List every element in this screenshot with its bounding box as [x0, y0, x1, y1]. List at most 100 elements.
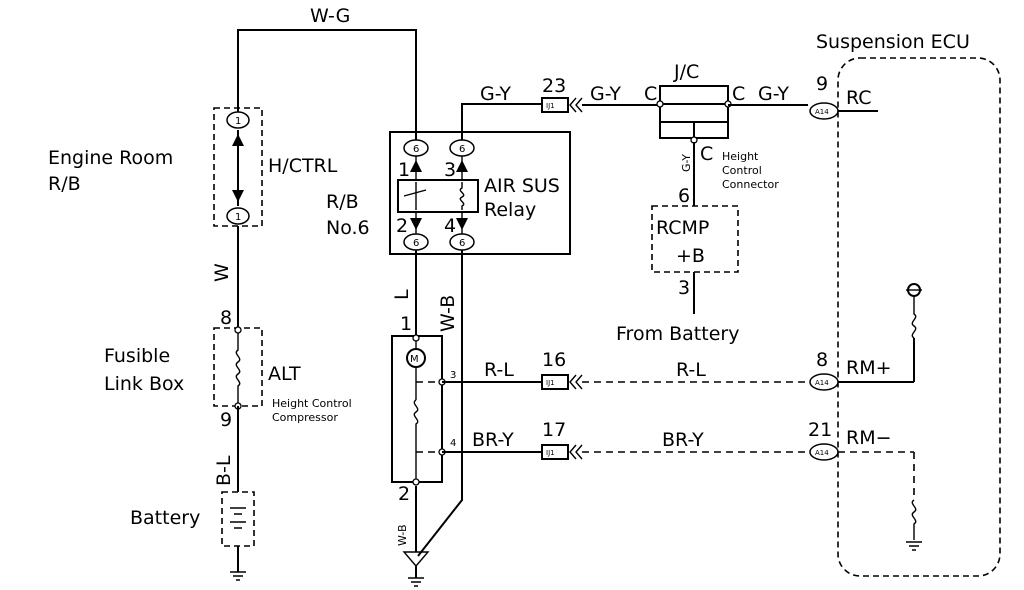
pin-23-label: 23	[542, 75, 566, 97]
relay-pin-tl-num: 6	[413, 144, 419, 155]
ecu-rc-label: RC	[846, 87, 872, 109]
ground-splice-icon	[402, 551, 430, 568]
hctrl-pin-top	[226, 111, 250, 129]
hcc-label-c: Connector	[722, 178, 779, 191]
ground-icon-battery	[230, 571, 246, 581]
ecu-pin-21: 21	[808, 419, 832, 441]
relay-arrow-icons	[410, 160, 468, 230]
wire-label-br-y-2: BR-Y	[662, 429, 704, 451]
compressor-top-terminal	[412, 334, 420, 342]
a14-bot-text: A14	[815, 449, 829, 457]
ij1-bot-text: IJ1	[546, 449, 555, 457]
wire-label-r-l-2: R-L	[676, 359, 706, 381]
motor-label: M	[410, 354, 419, 365]
rcmp-pin-3: 3	[678, 277, 690, 299]
ecu-pin-8: 8	[816, 349, 828, 371]
suspension-ecu-title: Suspension ECU	[816, 31, 970, 53]
wire-label-w-b: W-B	[437, 295, 459, 332]
rb-no6-label-a: R/B	[326, 191, 359, 213]
alt-label: ALT	[268, 363, 301, 385]
ecu-pin-9: 9	[816, 73, 828, 95]
rb-no6-label-b: No.6	[326, 217, 370, 239]
relay-num-3: 3	[444, 159, 456, 181]
relay-coil-icon	[459, 182, 465, 210]
compressor-bottom-terminal	[412, 478, 420, 486]
height-control-compressor-label-a: Height Control	[272, 397, 352, 410]
wire-label-b-l: B-L	[213, 455, 235, 486]
hctrl-pin-top-num: 1	[235, 116, 241, 127]
wire-w-b	[417, 250, 463, 557]
wire-label-g-y-2: G-Y	[590, 83, 621, 105]
relay-num-1: 1	[398, 159, 410, 181]
rcmp-label: RCMP	[656, 217, 709, 239]
relay-pin-tr-num: 6	[459, 144, 465, 155]
relay-inner-box	[397, 179, 479, 213]
wire-label-r-l-1: R-L	[484, 359, 514, 381]
relay-pin-bl-num: 6	[413, 238, 419, 249]
ij1-connector-bot	[541, 444, 569, 460]
wire-label-w-b-ground: W-B	[396, 524, 409, 546]
compressor-pin-3: 3	[450, 370, 456, 381]
ij1-top-text: IJ1	[546, 102, 555, 110]
rcmp-pin-6: 6	[678, 185, 690, 207]
fusible-top-terminal	[234, 326, 242, 334]
wire-label-br-y-1: BR-Y	[472, 429, 514, 451]
hcc-label-b: Control	[722, 164, 762, 177]
ij1-bot-arrows	[569, 444, 583, 460]
ij1-connector-mid	[541, 374, 569, 390]
relay-switch-icon	[403, 182, 427, 210]
jc-c-bottom: C	[700, 143, 713, 165]
hctrl-pin-bottom-num: 1	[235, 212, 241, 223]
wire-label-g-y-vertical: G-Y	[680, 154, 693, 172]
jc-node-left	[656, 100, 664, 108]
a14-mid-text: A14	[815, 379, 829, 387]
wire-label-w: W	[211, 263, 233, 282]
air-sus-label: AIR SUS	[484, 175, 560, 197]
rb-no6-box	[389, 131, 571, 255]
hctrl-pin-bottom	[226, 207, 250, 225]
compressor-pin-4: 4	[450, 438, 456, 449]
wire-g-y-relay	[461, 103, 542, 140]
jc-c-left: C	[644, 83, 657, 105]
ij1-mid-text: IJ1	[546, 379, 555, 387]
relay-num-4: 4	[444, 215, 456, 237]
battery-label: Battery	[130, 507, 200, 529]
compressor-pin-2: 2	[398, 483, 410, 505]
jc-label: J/C	[673, 61, 699, 83]
jc-c-right: C	[732, 83, 745, 105]
ecu-rm-minus-label: RM−	[846, 427, 892, 449]
ecu-rm-plus-label: RM+	[846, 357, 892, 379]
battery-icon	[230, 507, 246, 529]
pin-16-label: 16	[542, 349, 566, 371]
rm-plus-resistor-icon	[911, 296, 917, 339]
engine-room-rb-label: R/B	[48, 173, 81, 195]
wire-label-l: L	[391, 289, 413, 300]
plus-b-label: +B	[676, 245, 705, 267]
compressor-pin-1: 1	[400, 313, 412, 335]
ground-icon-ecu	[906, 541, 922, 551]
wire-w-g	[237, 29, 417, 140]
ij1-top-arrows	[569, 97, 583, 113]
ij1-connector-top	[541, 97, 569, 113]
ij1-mid-arrows	[569, 374, 583, 390]
relay-pin-br-num: 6	[459, 238, 465, 249]
fusible-pin-8: 8	[220, 307, 232, 329]
from-battery-label: From Battery	[616, 323, 739, 345]
hcc-label-a: Height	[722, 150, 759, 163]
ground-icon-compressor	[408, 577, 424, 587]
engine-room-label: Engine Room	[48, 147, 173, 169]
pin-17-label: 17	[542, 419, 566, 441]
fusible-label-a: Fusible	[104, 345, 170, 367]
fusible-pin-9: 9	[220, 409, 232, 431]
relay-num-2: 2	[396, 215, 408, 237]
h-ctrl-label: H/CTRL	[268, 155, 338, 177]
wire-label-g-y-3: G-Y	[758, 83, 789, 105]
alt-fuse-icon	[235, 333, 241, 403]
height-control-compressor-label-b: Compressor	[272, 411, 338, 424]
wire-label-w-g: W-G	[310, 5, 350, 27]
relay-label: Relay	[484, 199, 536, 221]
a14-top-text: A14	[815, 108, 829, 116]
compressor-sensor-icon	[413, 399, 419, 479]
wire-label-g-y-1: G-Y	[480, 83, 511, 105]
